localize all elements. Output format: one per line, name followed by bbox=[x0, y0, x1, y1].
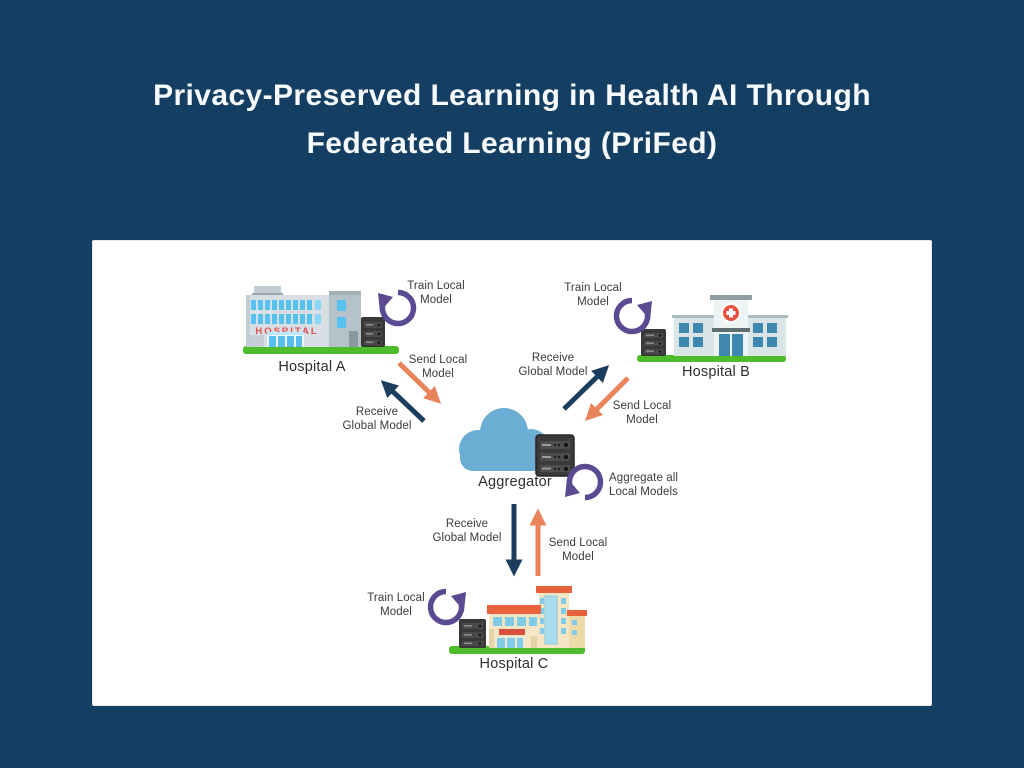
page-title: Privacy-Preserved Learning in Health AI … bbox=[0, 72, 1024, 168]
train-local-model-label-a: Train Local Model bbox=[407, 280, 465, 306]
grass bbox=[243, 346, 399, 354]
aggregate-models-arrow-icon bbox=[565, 463, 604, 501]
receive-global-model-label-a: Receive Global Model bbox=[342, 406, 412, 432]
train-local-model-label-c: Train Local Model bbox=[367, 592, 425, 618]
hospital-sign-text: HOSPITAL bbox=[255, 326, 318, 337]
data-flow-arrows bbox=[380, 361, 630, 577]
train-local-model-label-b: Train Local Model bbox=[564, 282, 622, 308]
receive-global-model-label-b: Receive Global Model bbox=[518, 352, 588, 378]
server-icon bbox=[361, 317, 385, 347]
hospital-a-building-icon: HOSPITAL bbox=[243, 286, 399, 354]
page-title-line2: Federated Learning (PriFed) bbox=[306, 127, 718, 160]
aggregate-all-models-label: Aggregate all Local Models bbox=[609, 472, 679, 498]
door bbox=[719, 334, 730, 356]
server-icon bbox=[641, 329, 666, 356]
train-local-model-arrow-b-icon bbox=[613, 297, 652, 335]
send-arrow-hospital-a-icon bbox=[397, 361, 442, 404]
send-arrow-hospital-b-icon bbox=[584, 376, 630, 422]
send-local-model-label-c: Send Local Model bbox=[548, 537, 608, 563]
diagram-panel: HOSPITAL bbox=[92, 240, 932, 706]
train-local-model-arrow-c-icon bbox=[427, 588, 466, 626]
entrance-sign bbox=[499, 629, 525, 635]
hospital-c-label: Hospital C bbox=[479, 656, 549, 672]
server-icon bbox=[459, 619, 486, 648]
window-row bbox=[251, 300, 321, 324]
page-title-line1: Privacy-Preserved Learning in Health AI … bbox=[153, 79, 871, 112]
window-squares bbox=[679, 323, 777, 347]
train-local-model-arrow-a-icon bbox=[378, 289, 417, 327]
receive-global-model-label-c: Receive Global Model bbox=[432, 518, 502, 544]
door bbox=[732, 334, 743, 356]
server-icon bbox=[535, 434, 575, 477]
aggregator-cloud-icon bbox=[459, 408, 575, 477]
hospital-c-building-icon bbox=[449, 586, 587, 654]
grass bbox=[637, 355, 786, 362]
receive-arrow-hospital-b-icon bbox=[562, 365, 610, 411]
send-local-model-label-a: Send Local Model bbox=[408, 354, 468, 380]
aggregator-label: Aggregator bbox=[478, 474, 552, 490]
send-local-model-label-b: Send Local Model bbox=[612, 400, 672, 426]
hospital-b-label: Hospital B bbox=[681, 364, 751, 380]
cloud-icon bbox=[459, 408, 549, 471]
receive-arrow-hospital-a-icon bbox=[380, 380, 426, 423]
hospital-a-label: Hospital A bbox=[278, 359, 346, 375]
hospital-b-building-icon bbox=[637, 295, 788, 362]
